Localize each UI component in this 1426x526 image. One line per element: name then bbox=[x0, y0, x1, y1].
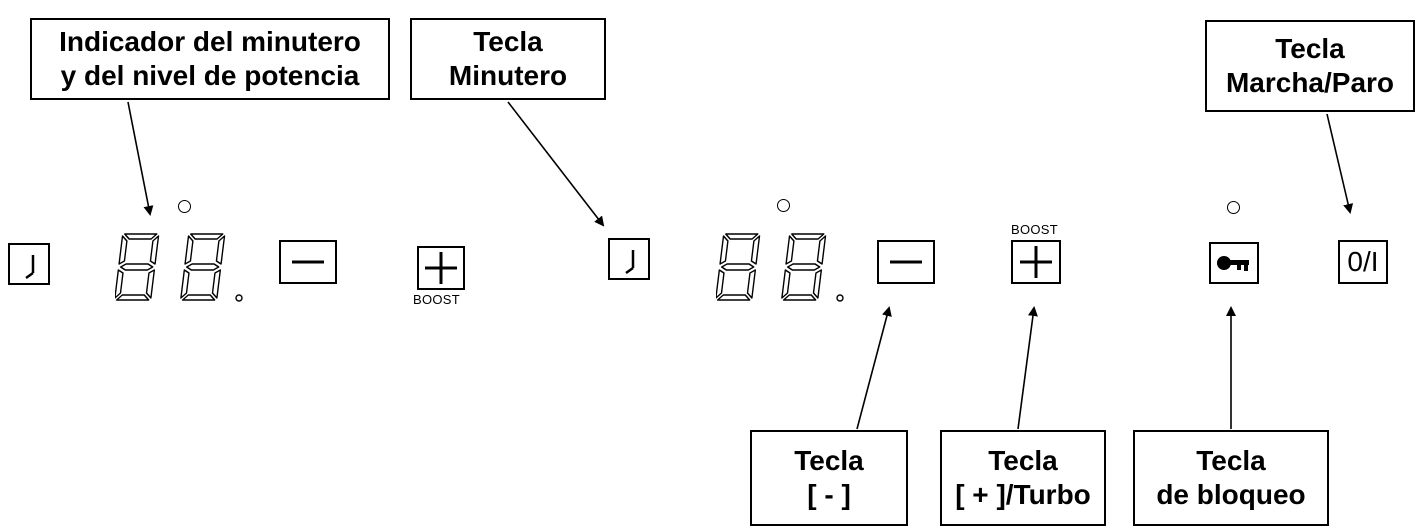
callout-line: [ + ]/Turbo bbox=[955, 479, 1091, 510]
timer-key-left[interactable] bbox=[8, 243, 50, 285]
callout-line: Indicador del minutero bbox=[59, 26, 361, 57]
callout-line: y del nivel de potencia bbox=[60, 60, 360, 91]
led-indicator-left bbox=[178, 200, 191, 213]
onoff-label: 0/I bbox=[1347, 246, 1379, 277]
clock-icon bbox=[625, 250, 635, 275]
callout-line: Tecla bbox=[473, 26, 543, 57]
clock-icon bbox=[25, 255, 35, 280]
callout-line: [ - ] bbox=[807, 479, 851, 510]
callout-timer-indicator: Indicador del minutero y del nivel de po… bbox=[30, 18, 390, 100]
callout-line: Tecla bbox=[794, 445, 864, 476]
onoff-key[interactable]: 0/I bbox=[1338, 240, 1388, 284]
seven-segment-display-left bbox=[115, 233, 243, 302]
callout-onoff-key: Tecla Marcha/Paro bbox=[1205, 20, 1415, 112]
arrow-timer-key bbox=[507, 101, 605, 227]
callout-line: Tecla bbox=[1275, 33, 1345, 64]
callout-line: Marcha/Paro bbox=[1225, 67, 1395, 98]
key-icon bbox=[1217, 256, 1249, 271]
boost-label-left: BOOST bbox=[413, 292, 461, 307]
minus-key-right[interactable] bbox=[877, 240, 935, 284]
callout-line: Tecla bbox=[988, 445, 1058, 476]
minus-icon bbox=[292, 260, 324, 264]
callout-minus-key: Tecla [ - ] bbox=[750, 430, 908, 526]
callout-line: Tecla bbox=[1196, 445, 1266, 476]
arrow-plus-key bbox=[1017, 306, 1038, 430]
timer-key-right[interactable] bbox=[608, 238, 650, 280]
seven-segment-display-right bbox=[716, 233, 844, 302]
plus-key-right[interactable] bbox=[1011, 240, 1061, 284]
arrow-timer-indicator bbox=[127, 101, 154, 216]
led-indicator-right bbox=[777, 199, 790, 212]
boost-label-right: BOOST bbox=[1011, 222, 1059, 237]
callout-line: de bloqueo bbox=[1156, 479, 1306, 510]
lock-key[interactable] bbox=[1209, 242, 1259, 284]
callout-lock-key: Tecla de bloqueo bbox=[1133, 430, 1329, 526]
callout-line: Minutero bbox=[448, 60, 568, 91]
callout-timer-key: Tecla Minutero bbox=[410, 18, 606, 100]
minus-key-left[interactable] bbox=[279, 240, 337, 284]
arrow-minus-key bbox=[856, 306, 892, 430]
plus-icon bbox=[1020, 246, 1052, 278]
led-indicator-lock bbox=[1227, 201, 1240, 214]
arrow-onoff-key bbox=[1326, 113, 1354, 214]
plus-key-left[interactable] bbox=[417, 246, 465, 290]
plus-icon bbox=[425, 252, 457, 284]
minus-icon bbox=[890, 260, 922, 264]
callout-plus-key: Tecla [ + ]/Turbo bbox=[940, 430, 1106, 526]
